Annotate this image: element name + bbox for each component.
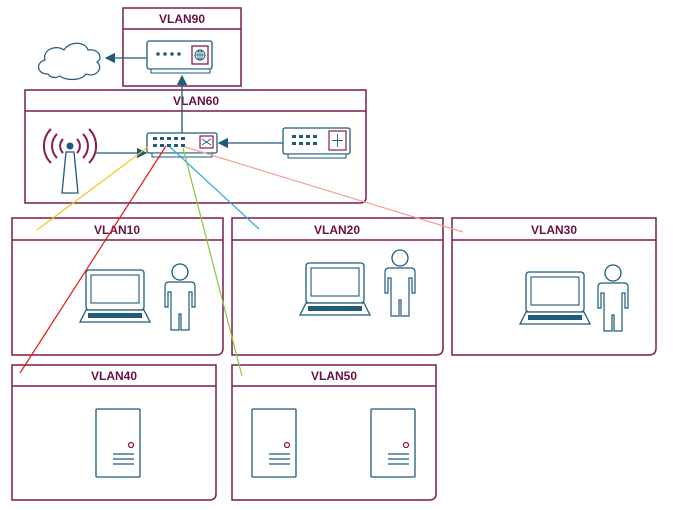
vlan40-title: VLAN40 — [91, 369, 137, 383]
vlan60-title: VLAN60 — [173, 94, 219, 108]
user-icon — [384, 249, 416, 317]
link-vlan50 — [182, 147, 243, 377]
link-vlan40 — [19, 145, 167, 374]
laptop-icon — [78, 269, 152, 323]
link-vlan30 — [184, 146, 464, 233]
user-icon — [164, 263, 196, 331]
link-vlan20 — [169, 146, 260, 230]
router-icon — [282, 127, 351, 159]
link-vlan10 — [36, 146, 149, 231]
vlan10-title: VLAN10 — [94, 223, 140, 237]
vlan20-title: VLAN20 — [314, 223, 360, 237]
wireless-access-point-icon — [42, 128, 98, 194]
vlan90-title: VLAN90 — [159, 12, 205, 26]
server-icon — [95, 408, 141, 478]
laptop-icon — [298, 262, 372, 316]
laptop-icon — [518, 271, 592, 325]
gateway-router-icon — [146, 40, 213, 74]
server-icon — [370, 408, 416, 478]
cloud-icon — [38, 42, 101, 81]
server-icon — [251, 408, 297, 478]
vlan50-title: VLAN50 — [311, 369, 357, 383]
vlan30-title: VLAN30 — [531, 223, 577, 237]
user-icon — [597, 264, 629, 332]
